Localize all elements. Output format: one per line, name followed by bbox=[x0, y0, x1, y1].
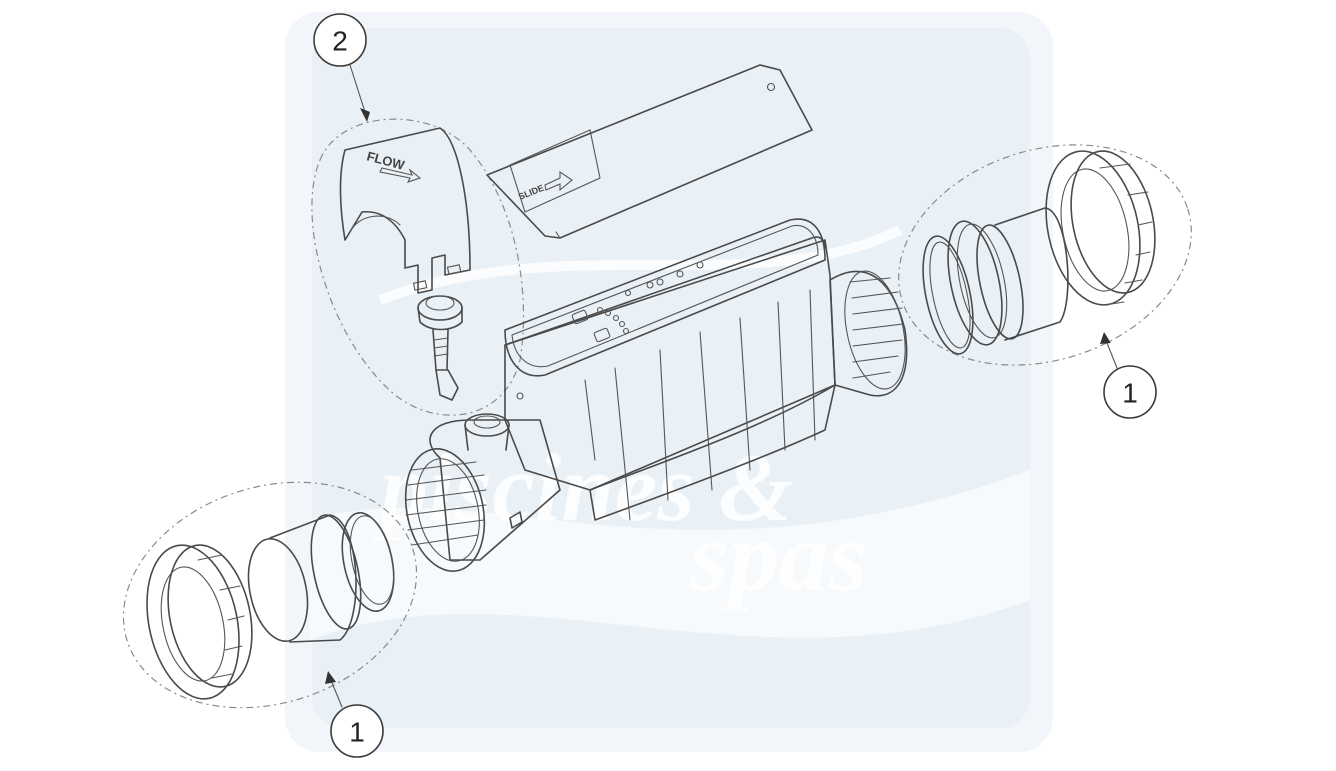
callout-2-leader bbox=[349, 64, 366, 113]
right-union-parts bbox=[922, 150, 1156, 355]
callout-1-left-label: 1 bbox=[349, 717, 365, 748]
flow-sensor bbox=[417, 295, 463, 401]
callout-2: 2 bbox=[313, 13, 367, 67]
callout-1-right: 1 bbox=[1103, 365, 1157, 419]
callout-1-left-arrowhead bbox=[325, 671, 336, 684]
callout-2-arrowhead bbox=[360, 108, 370, 122]
callout-1-right-arrowhead bbox=[1100, 332, 1111, 344]
watermark: piscines & spas bbox=[285, 12, 1053, 752]
callout-1-left: 1 bbox=[330, 704, 384, 758]
cell-body bbox=[404, 218, 908, 572]
left-union-parts bbox=[146, 512, 395, 700]
callout-1-left-leader bbox=[329, 677, 343, 708]
watermark-line2: spas bbox=[689, 501, 868, 612]
callout-2-label: 2 bbox=[332, 26, 348, 57]
callout-1-right-label: 1 bbox=[1122, 378, 1138, 409]
left-union-group-outline bbox=[122, 481, 418, 709]
cover-group-outline bbox=[311, 118, 525, 416]
